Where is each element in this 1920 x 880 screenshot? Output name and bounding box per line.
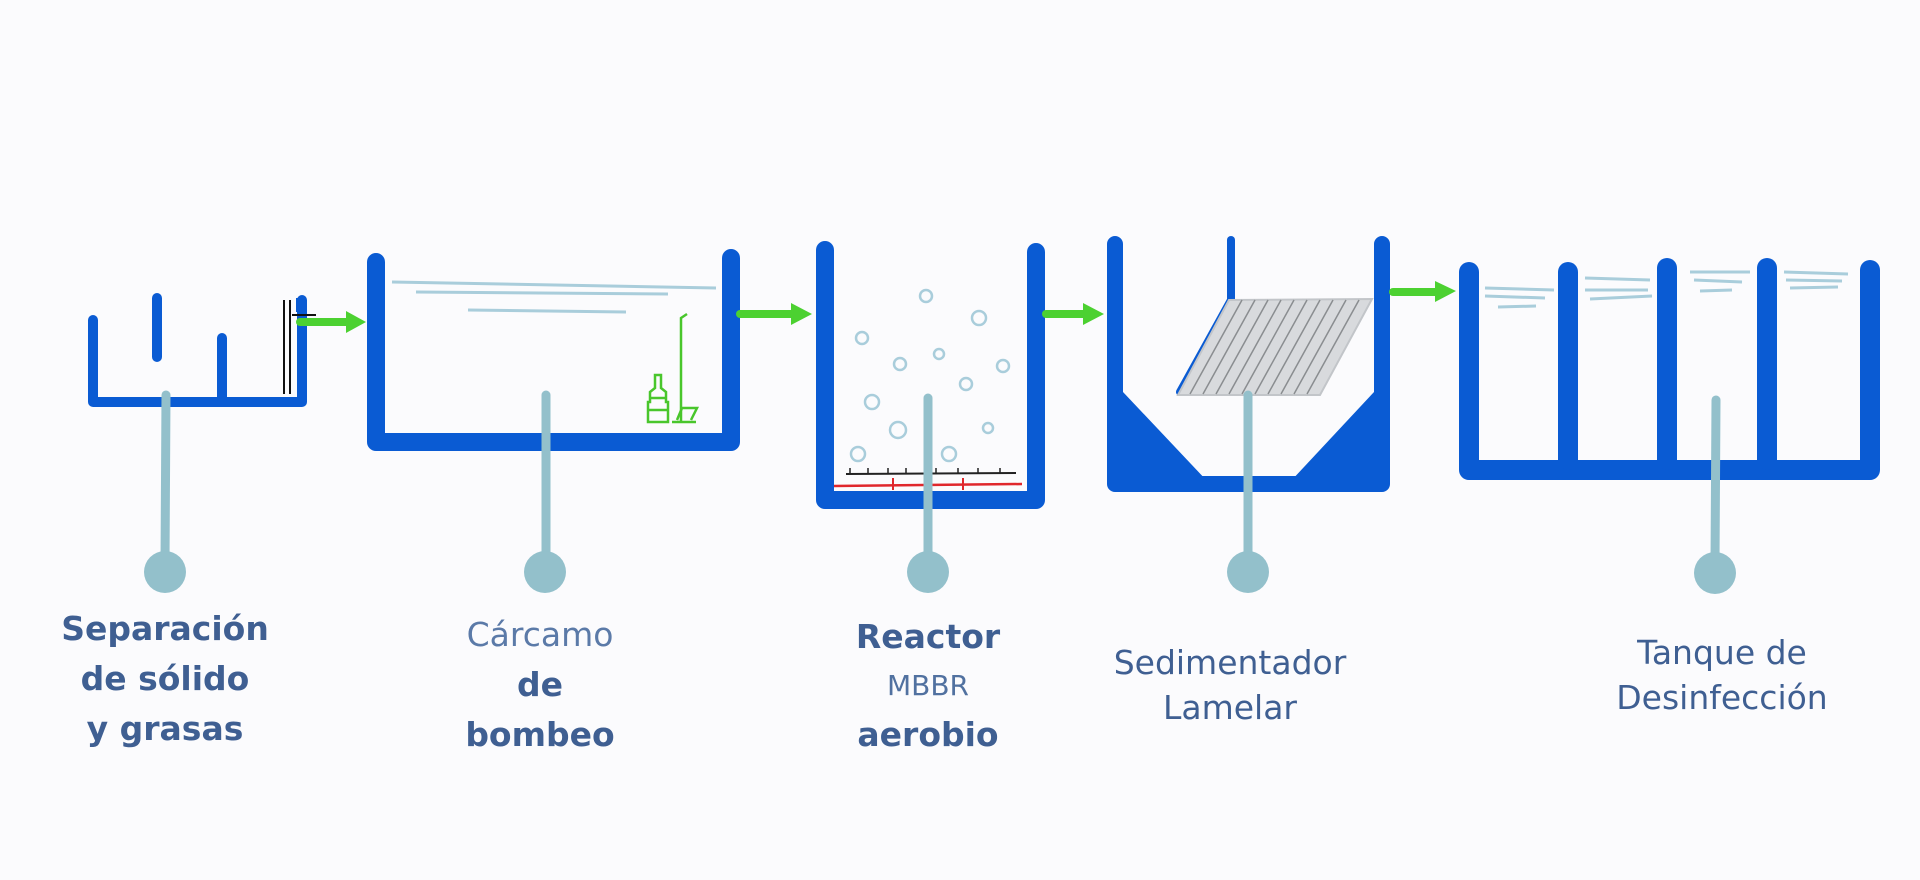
label-tanque-line-2: Desinfección <box>1616 678 1828 717</box>
label-separacion: Separación de sólido y grasas <box>30 604 300 754</box>
label-tanque: Tanque de Desinfección <box>1587 630 1857 720</box>
label-carcamo-line-2: de <box>516 665 563 704</box>
label-carcamo-line-1: Cárcamo <box>466 615 614 654</box>
label-reactor-line-1: Reactor <box>855 617 1001 656</box>
label-separacion-line-1: Separación <box>61 609 269 648</box>
disinfection-tank <box>1459 258 1880 480</box>
water-line <box>391 280 717 290</box>
node-tanque <box>1694 552 1736 594</box>
hopper-left <box>1123 392 1208 482</box>
flow-arrow-4 <box>1389 281 1456 302</box>
node-reactor <box>907 551 949 593</box>
label-reactor-line-2: MBBR <box>886 669 970 702</box>
node-sedimentador <box>1227 551 1269 593</box>
hopper-right <box>1290 392 1374 482</box>
node-carcamo <box>524 551 566 593</box>
pump-icon <box>646 312 700 424</box>
label-separacion-line-3: y grasas <box>86 709 244 748</box>
label-separacion-line-2: de sólido <box>80 659 250 698</box>
label-carcamo: Cárcamo de bombeo <box>405 610 675 760</box>
label-sedimentador-line-1: Sedimentador <box>1113 643 1347 682</box>
air-bubbles <box>849 288 1011 463</box>
stem-separacion <box>160 390 171 568</box>
lamella-plates-icon <box>1176 297 1374 396</box>
water-levels <box>1484 270 1849 309</box>
label-sedimentador-line-2: Lamelar <box>1162 688 1297 727</box>
label-sedimentador: Sedimentador Lamelar <box>1095 640 1365 730</box>
label-reactor: Reactor MBBR aerobio <box>793 612 1063 760</box>
separation-tank <box>88 293 316 407</box>
flow-arrow-2 <box>736 303 812 325</box>
pump-sump-tank <box>367 249 740 451</box>
stem-tanque <box>1710 395 1721 568</box>
label-carcamo-line-3: bombeo <box>465 715 615 754</box>
flow-arrow-1 <box>296 311 366 333</box>
label-tanque-line-1: Tanque de <box>1637 633 1807 672</box>
label-reactor-line-3: aerobio <box>857 715 999 754</box>
flow-arrow-3 <box>1042 303 1104 325</box>
node-separacion <box>144 551 186 593</box>
